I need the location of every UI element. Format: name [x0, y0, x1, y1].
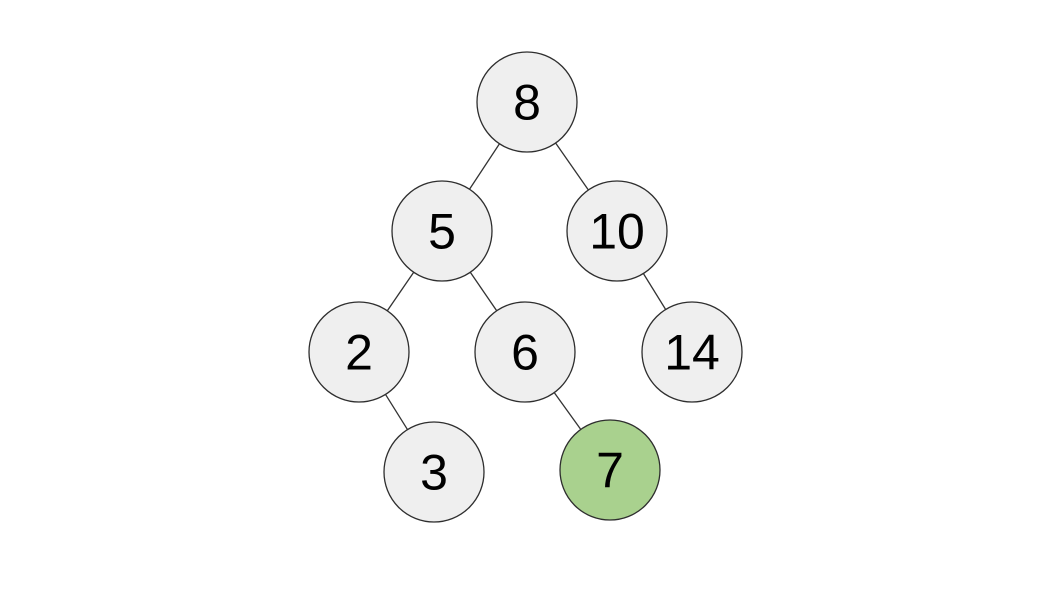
node-label: 14: [664, 325, 720, 381]
node-label: 7: [596, 443, 624, 499]
node-circle: [476, 51, 578, 153]
node-label: 2: [345, 325, 373, 381]
tree-node-7: 7: [559, 419, 661, 521]
node-circle: [391, 180, 493, 282]
node-label: 6: [511, 325, 539, 381]
tree-node-2: 2: [308, 301, 410, 403]
node-circle: [641, 301, 743, 403]
node-label: 10: [589, 204, 645, 260]
node-label: 3: [420, 445, 448, 501]
node-circle: [383, 421, 485, 523]
node-label: 5: [428, 204, 456, 260]
node-circle-highlighted: [559, 419, 661, 521]
tree-node-6: 6: [474, 301, 576, 403]
tree-node-8: 8: [476, 51, 578, 153]
node-circle: [308, 301, 410, 403]
tree-node-3: 3: [383, 421, 485, 523]
tree-node-5: 5: [391, 180, 493, 282]
node-circle: [474, 301, 576, 403]
node-circle: [566, 180, 668, 282]
node-label: 8: [513, 75, 541, 131]
tree-node-10: 10: [566, 180, 668, 282]
tree-node-14: 14: [641, 301, 743, 403]
